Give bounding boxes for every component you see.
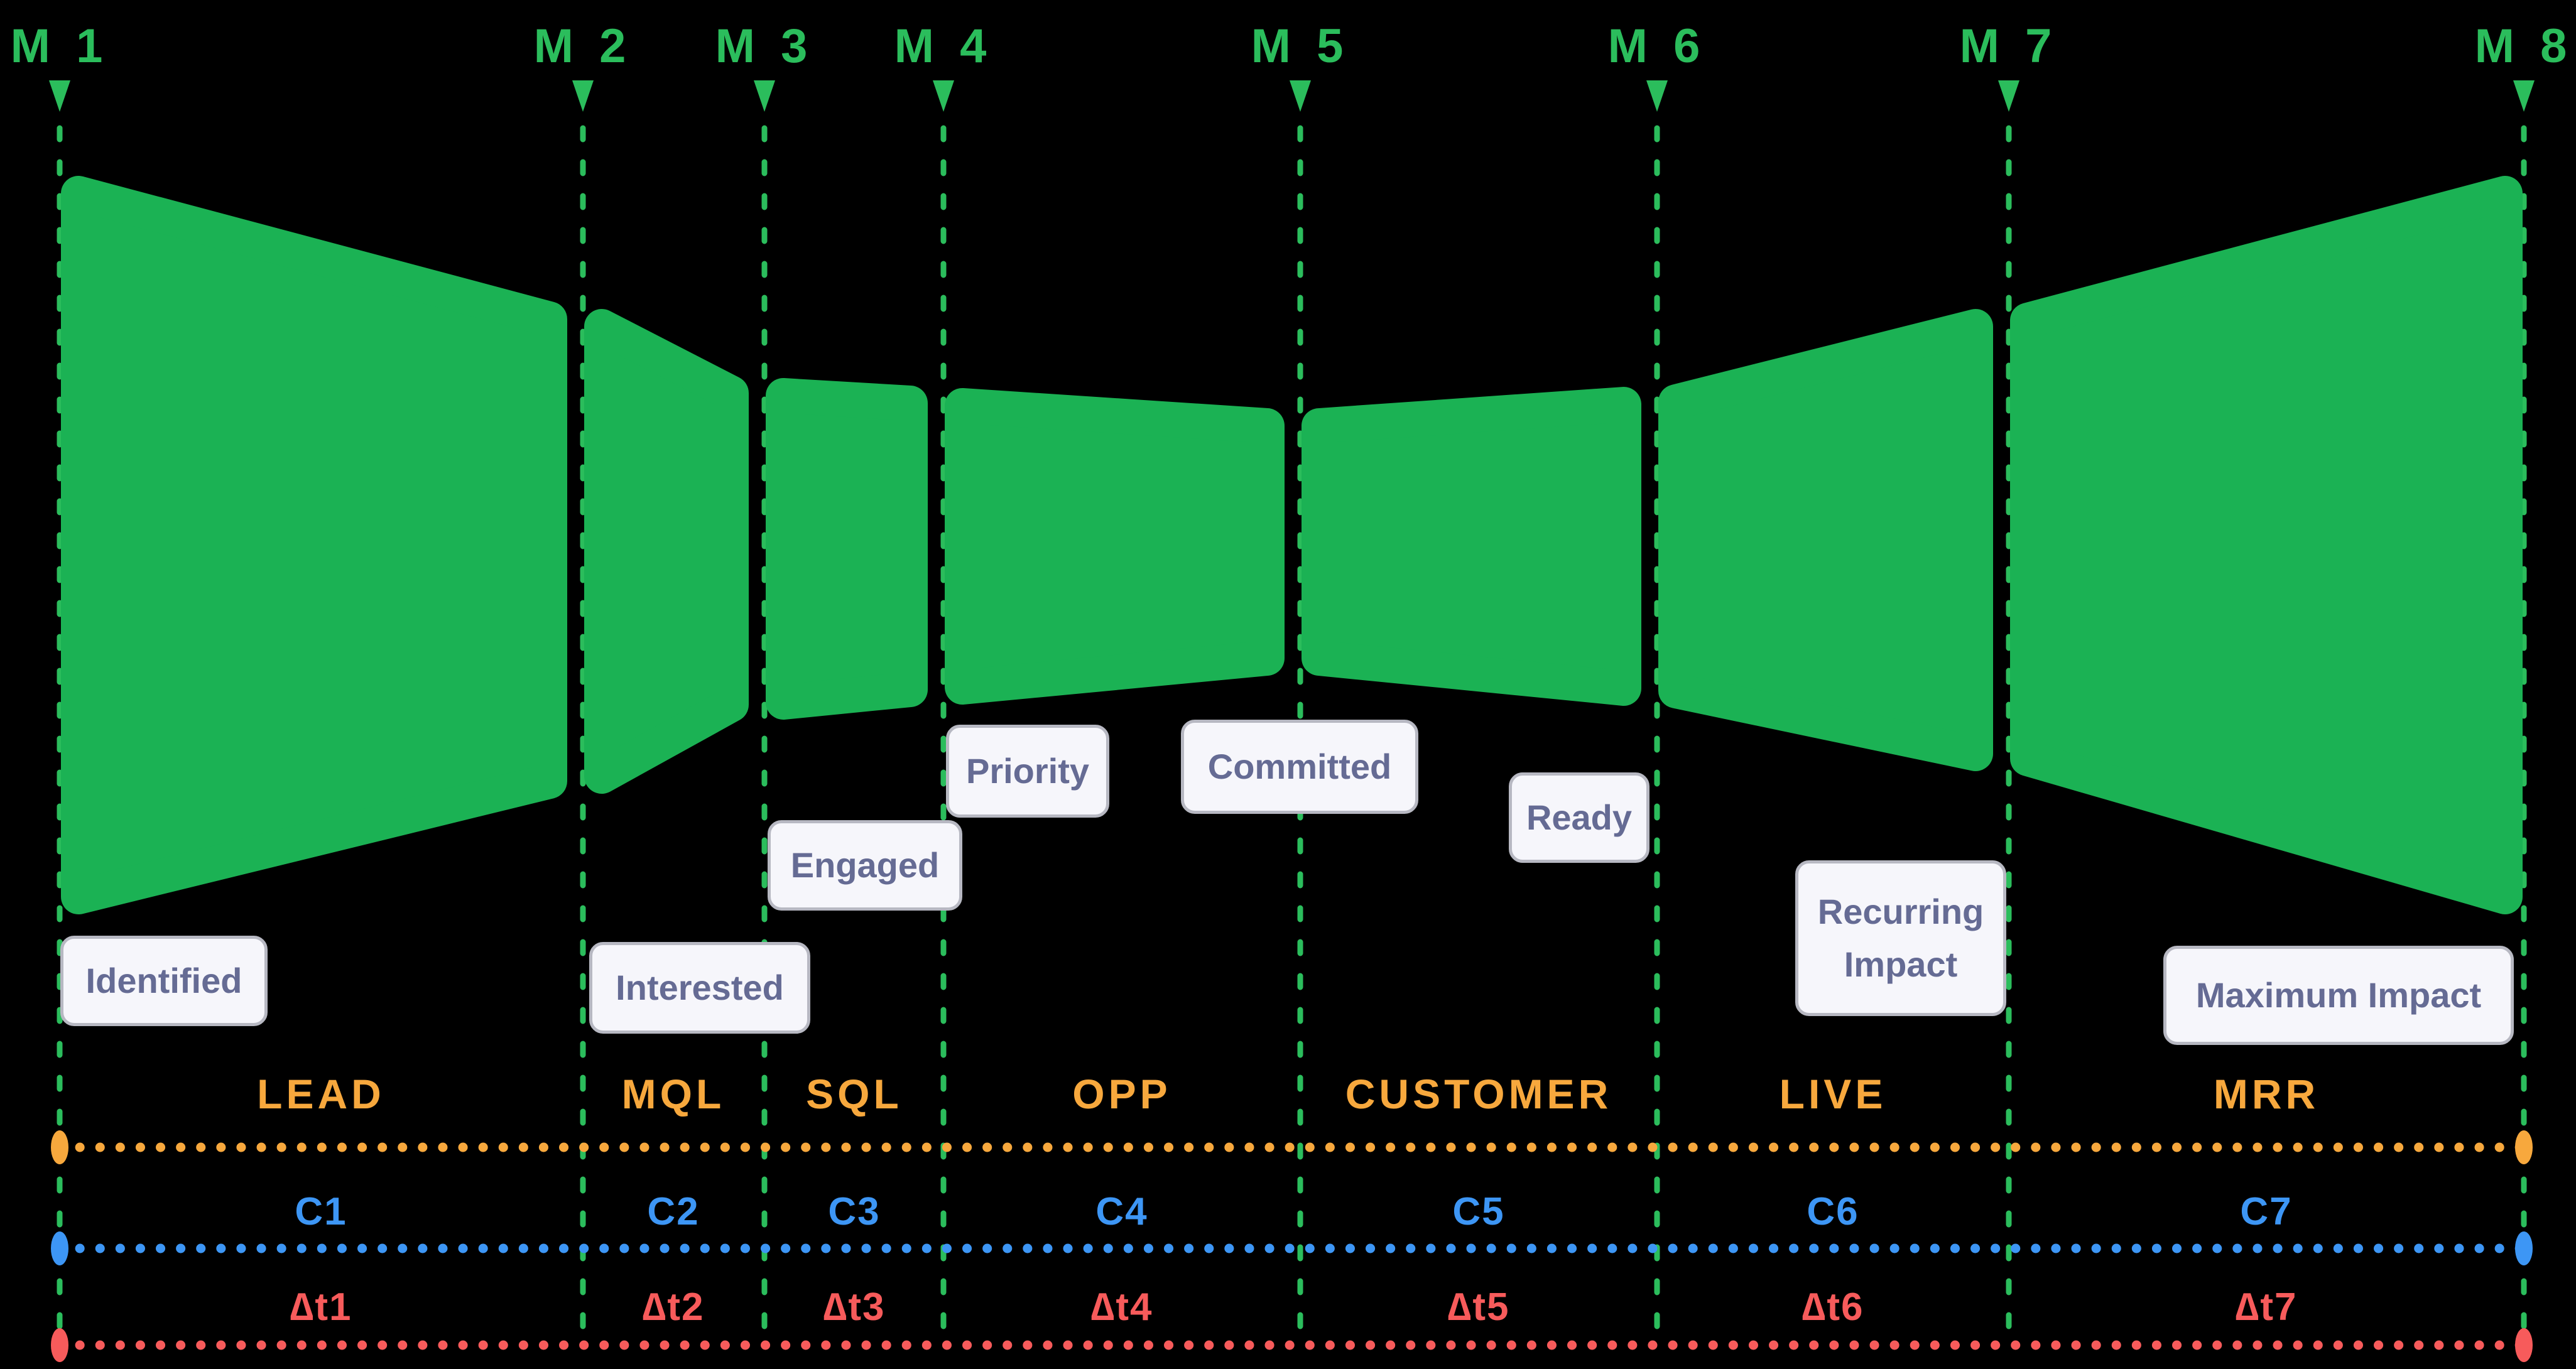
milestone-arrow-icon-6 xyxy=(1646,80,1668,112)
stages-line-end-dot xyxy=(2515,1130,2533,1164)
milestone-arrow-icon-5 xyxy=(1290,80,1311,112)
times-label-1: ∆t1 xyxy=(290,1285,352,1329)
stages-label-4: OPP xyxy=(1072,1071,1171,1117)
milestone-label-8: M 8 xyxy=(2474,19,2573,73)
conversions-label-3: C3 xyxy=(828,1190,881,1233)
milestone-label-3: M 3 xyxy=(715,19,814,73)
conversions-line-start-dot xyxy=(51,1231,68,1265)
milestone-label-7: M 7 xyxy=(1959,19,2058,73)
stages-label-3: SQL xyxy=(806,1071,903,1117)
conversions-label-5: C5 xyxy=(1452,1190,1505,1233)
conversions-label-1: C1 xyxy=(295,1190,347,1233)
milestone-label-1: M 1 xyxy=(10,19,109,73)
stages-label-7: MRR xyxy=(2213,1071,2320,1117)
times-label-3: ∆t3 xyxy=(823,1285,886,1329)
milestone-arrow-icon-2 xyxy=(572,80,594,112)
funnel-segment-6 xyxy=(1658,309,1993,771)
stages-label-1: LEAD xyxy=(257,1071,385,1117)
times-line-start-dot xyxy=(51,1328,68,1362)
milestone-arrow-icon-4 xyxy=(933,80,954,112)
milestone-label-5: M 5 xyxy=(1251,19,1350,73)
times-line-end-dot xyxy=(2515,1328,2533,1362)
stage-box-recurring-impact: Recurring Impact xyxy=(1795,860,2006,1016)
stage-box-committed: Committed xyxy=(1181,720,1418,814)
conversions-label-4: C4 xyxy=(1095,1190,1148,1233)
funnel-segment-4 xyxy=(945,388,1285,705)
stage-box-engaged: Engaged xyxy=(768,820,962,911)
stages-label-5: CUSTOMER xyxy=(1345,1071,1612,1117)
times-label-2: ∆t2 xyxy=(642,1285,705,1329)
conversions-label-6: C6 xyxy=(1807,1190,1859,1233)
funnel-segment-1 xyxy=(61,176,567,914)
milestone-label-2: M 2 xyxy=(533,19,633,73)
milestone-arrow-icon-7 xyxy=(1998,80,2019,112)
times-label-5: ∆t5 xyxy=(1447,1285,1510,1329)
stages-line-start-dot xyxy=(51,1130,68,1164)
milestone-arrow-icon-3 xyxy=(754,80,775,112)
times-label-6: ∆t6 xyxy=(1802,1285,1864,1329)
stage-box-maximum-impact: Maximum Impact xyxy=(2163,946,2514,1045)
funnel-segment-5 xyxy=(1302,387,1641,706)
stage-box-interested: Interested xyxy=(589,942,810,1034)
times-label-4: ∆t4 xyxy=(1090,1285,1153,1329)
stage-box-ready: Ready xyxy=(1509,772,1649,863)
funnel-segment-2 xyxy=(584,309,749,794)
stages-label-6: LIVE xyxy=(1779,1071,1887,1117)
milestone-arrow-icon-1 xyxy=(49,80,70,112)
conversions-line-end-dot xyxy=(2515,1231,2533,1265)
stage-box-identified: Identified xyxy=(60,936,268,1026)
funnel-segment-3 xyxy=(766,378,928,720)
funnel-segment-7 xyxy=(2010,176,2523,914)
conversions-label-7: C7 xyxy=(2240,1190,2293,1233)
times-label-7: ∆t7 xyxy=(2235,1285,2298,1329)
conversions-label-2: C2 xyxy=(647,1190,700,1233)
milestone-label-6: M 6 xyxy=(1607,19,1707,73)
milestone-label-4: M 4 xyxy=(894,19,993,73)
milestone-arrow-icon-8 xyxy=(2513,80,2535,112)
stage-box-priority: Priority xyxy=(946,725,1109,818)
stages-label-2: MQL xyxy=(621,1071,726,1117)
